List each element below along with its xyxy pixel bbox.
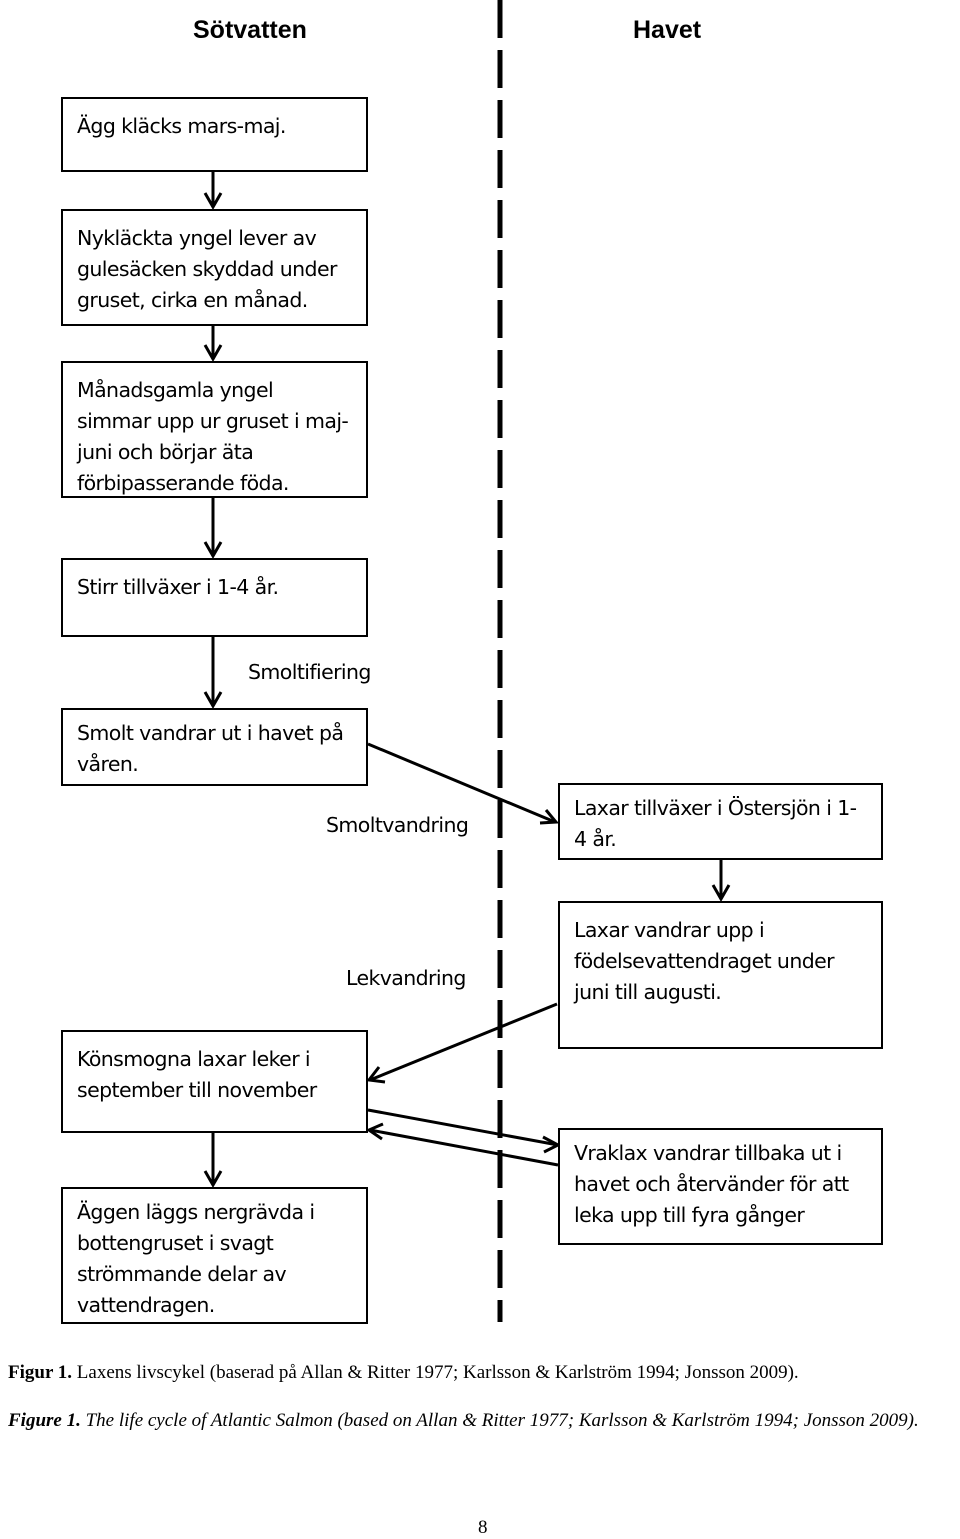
arrow-lekvandring xyxy=(366,1002,558,1084)
arrow-stirr-to-smolt xyxy=(203,637,223,710)
arrow-smoltvandring xyxy=(367,742,560,825)
caption-en-text: The life cycle of Atlantic Salmon (based… xyxy=(80,1410,919,1431)
arrow-vraklax-back xyxy=(365,1122,559,1167)
label-smoltifiering: Smoltifiering xyxy=(248,660,371,684)
arrow-growth-to-return xyxy=(711,860,731,903)
label-lekvandring: Lekvandring xyxy=(346,966,466,990)
arrow-yngel-to-month xyxy=(203,326,223,363)
box-yngel-month: Månadsgamla yngel simmar upp ur gruset i… xyxy=(61,361,368,498)
box-yngel-new: Nykläckta yngel lever av gulesäcken skyd… xyxy=(61,209,368,326)
box-smolt: Smolt vandrar ut i havet på våren. xyxy=(61,708,368,786)
label-smoltvandring: Smoltvandring xyxy=(326,813,469,837)
box-egg: Ägg kläcks mars-maj. xyxy=(61,97,368,172)
page-number: 8 xyxy=(478,1517,488,1538)
box-eggs-laid: Äggen läggs nergrävda i bottengruset i s… xyxy=(61,1187,368,1324)
box-stirr: Stirr tillväxer i 1-4 år. xyxy=(61,558,368,637)
box-laxar-return: Laxar vandrar upp i födelsevattendraget … xyxy=(558,901,883,1049)
arrow-vraklax-out xyxy=(367,1108,562,1154)
caption-sv-text: Laxens livscykel (baserad på Allan & Rit… xyxy=(72,1362,799,1383)
heading-havet: Havet xyxy=(633,16,702,44)
caption-en-prefix: Figure 1. xyxy=(8,1410,81,1431)
box-spawn: Könsmogna laxar leker i september till n… xyxy=(61,1030,368,1133)
heading-sotvatten: Sötvatten xyxy=(193,16,307,44)
box-laxar-growth: Laxar tillväxer i Östersjön i 1-4 år. xyxy=(558,783,883,860)
arrow-month-to-stirr xyxy=(203,498,223,560)
caption-english: Figure 1. The life cycle of Atlantic Sal… xyxy=(8,1409,958,1432)
box-vraklax: Vraklax vandrar tillbaka ut i havet och … xyxy=(558,1128,883,1245)
caption-swedish: Figur 1. Laxens livscykel (baserad på Al… xyxy=(8,1361,958,1384)
arrow-spawn-to-eggs xyxy=(203,1133,223,1189)
arrow-egg-to-yngel xyxy=(203,172,223,211)
caption-sv-prefix: Figur 1. xyxy=(8,1362,73,1383)
